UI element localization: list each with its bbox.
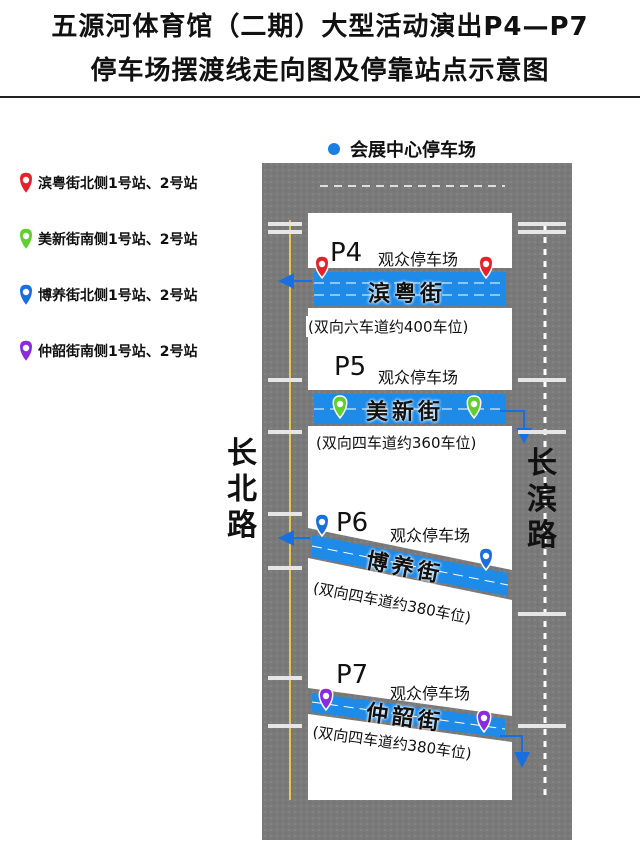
lot-name-p4: 观众停车场	[378, 250, 459, 269]
legend-pin-icon	[18, 283, 34, 308]
convention-center-lot-label: 会展中心停车场	[350, 140, 476, 161]
road-left	[262, 163, 308, 840]
legend-label: 滨粤街北侧1号站、2号站	[38, 176, 198, 192]
street-desc-p5: (双向四车道约360车位)	[314, 432, 479, 453]
legend-item-zhongshao: 仲韶街南侧1号站、2号站	[14, 338, 197, 364]
legend-label: 博养街北侧1号站、2号站	[38, 288, 198, 304]
legend-label: 仲韶街南侧1号站、2号站	[38, 344, 198, 360]
street-p7	[308, 688, 530, 768]
road-label-changbei: 长北路	[222, 436, 262, 544]
legend-item-binyue: 滨粤街北侧1号站、2号站	[14, 170, 197, 196]
road-label-char: 长	[227, 436, 257, 471]
p7-exit-arrow	[500, 735, 530, 768]
legend-pin-icon	[18, 339, 34, 364]
road-label-char: 路	[527, 518, 557, 553]
road-label-changbin: 长滨路	[522, 446, 562, 554]
stop-pin-icon	[478, 547, 494, 572]
lot-code-p6: P6	[336, 508, 369, 538]
road-label-char: 长	[527, 446, 557, 481]
stop-pin-icon	[476, 709, 492, 734]
map-title-line-2: 停车场摆渡线走向图及停靠站点示意图	[90, 56, 550, 86]
convention-center-lot: 会展中心停车场	[328, 136, 476, 162]
road-label-char: 北	[227, 472, 257, 507]
road-label-char: 路	[227, 508, 257, 543]
stop-pin-icon	[478, 255, 494, 280]
stop-pin-icon	[314, 513, 330, 538]
lot-code-p5: P5	[334, 352, 367, 382]
street-name-p4: 滨粤街	[368, 282, 447, 307]
legend-label: 美新街南侧1号站、2号站	[38, 232, 198, 248]
legend-pin-icon	[18, 171, 34, 196]
stop-pin-icon	[314, 255, 330, 280]
lot-name-p6: 观众停车场	[390, 526, 471, 545]
lot-code-p4: P4	[330, 238, 363, 268]
street-desc-p4: (双向六车道约400车位)	[306, 316, 471, 337]
street-p6	[278, 528, 512, 600]
crosswalks	[268, 222, 566, 728]
lot-name-p5: 观众停车场	[378, 368, 459, 387]
p5-exit-arrow	[500, 410, 532, 444]
lot-name-p7: 观众停车场	[390, 684, 471, 703]
street-p4	[278, 268, 512, 308]
lot-dot-icon	[328, 143, 340, 155]
road-label-char: 滨	[527, 482, 557, 517]
stop-pin-icon	[466, 395, 482, 420]
legend-item-meixin: 美新街南侧1号站、2号站	[14, 226, 197, 252]
legend-pin-icon	[18, 227, 34, 252]
stop-pin-icon	[332, 395, 348, 420]
street-name-p5: 美新街	[366, 400, 445, 425]
lot-code-p7: P7	[336, 660, 369, 690]
legend-item-boyang: 博养街北侧1号站、2号站	[14, 282, 197, 308]
stop-pin-icon	[318, 687, 334, 712]
title-divider	[0, 96, 640, 98]
map-title-line-1: 五源河体育馆（二期）大型活动演出P4—P7	[51, 12, 589, 42]
